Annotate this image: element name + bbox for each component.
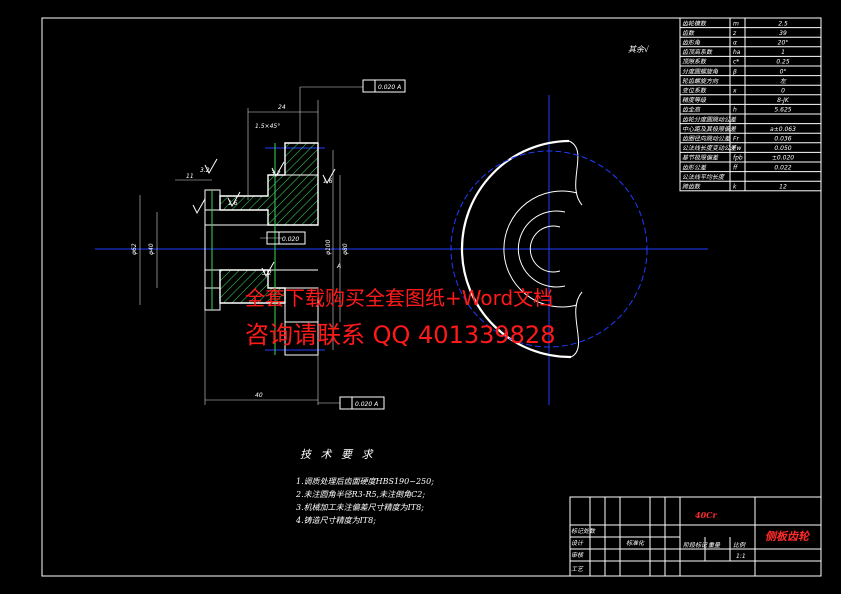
param-symbol: h	[733, 107, 737, 114]
param-symbol: m	[733, 20, 739, 27]
param-symbol: Fw	[733, 145, 741, 152]
tolerance-frame-mid: 0.020	[266, 231, 306, 245]
dim-chamfer: 1.5×45°	[255, 123, 280, 130]
param-value: 0	[781, 88, 785, 95]
svg-text:0.020: 0.020	[282, 236, 299, 243]
param-value: 12	[779, 184, 787, 191]
param-value: 左	[780, 77, 787, 85]
param-symbol: ha	[733, 49, 741, 56]
param-value: 8-JK	[777, 97, 790, 104]
param-name: 公法线长度变动公差	[682, 144, 737, 152]
param-value: a±0.063	[770, 126, 796, 133]
dim-d4: φ80	[342, 243, 349, 255]
svg-text:1.6: 1.6	[323, 178, 333, 185]
param-name: 齿轮模数	[682, 19, 707, 27]
params-table: 齿轮模数 m 2.5 齿数 z 39 齿形角 α 20° 齿顶高系数 ha 1 顶隙系数 c* 0.25 分度…	[679, 17, 822, 192]
param-name: 齿圈径向跳动公差	[682, 135, 731, 143]
param-name: 精度等级	[682, 96, 707, 104]
param-name: 顶隙系数	[682, 58, 707, 66]
param-symbol: Fr	[733, 136, 739, 143]
dim-d1: φ62	[131, 243, 138, 255]
param-value: 39	[779, 30, 787, 37]
title-block: 40Cr 侧板齿轮 标记处数 设计 审核 工艺 标准化 阶段标记 重量 比例 1…	[569, 496, 822, 577]
param-value: 0.050	[774, 145, 791, 152]
param-name: 公法线平均长度	[682, 173, 725, 181]
svg-text:1:1: 1:1	[736, 553, 746, 560]
svg-text:3.2: 3.2	[200, 167, 210, 174]
tech-req-item: 1.调质处理后齿面硬度HBS190~250;	[296, 477, 434, 486]
dim-40: 40	[255, 392, 263, 399]
param-value: 20°	[778, 40, 789, 47]
param-name: 轮齿螺旋方向	[682, 77, 719, 85]
roughness-symbols: 3.2 1.6 3.2 1.6 3.2	[192, 158, 336, 278]
datum-label: A	[336, 263, 341, 270]
param-symbol: c*	[733, 59, 739, 66]
gear-section-view	[204, 142, 319, 356]
gear-end-view	[450, 139, 648, 359]
svg-text:阶段标记: 阶段标记	[683, 541, 708, 549]
param-name: 中心距及其极限偏差	[682, 125, 737, 133]
param-symbol: ff	[733, 164, 738, 171]
svg-text:工艺: 工艺	[571, 565, 584, 573]
dimension-lines	[139, 86, 363, 405]
dim-d2: φ40	[148, 243, 155, 255]
svg-text:3.2: 3.2	[271, 170, 281, 177]
tech-req-item: 4.铸造尺寸精度为IT8;	[295, 516, 376, 525]
part-name: 侧板齿轮	[765, 530, 811, 543]
tolerance-frame-bottom: 0.020 A	[339, 396, 385, 410]
param-value: 2.5	[778, 20, 788, 27]
param-value: 0.022	[774, 164, 791, 171]
watermark-line-1: 全套下载购买全套图纸+Word文档	[245, 286, 553, 310]
param-symbol: α	[733, 40, 737, 47]
param-name: 齿形公差	[682, 163, 707, 171]
tolerance-frame-top: 0.020 A	[362, 79, 406, 93]
param-name: 齿数	[682, 29, 695, 37]
svg-text:1.6: 1.6	[228, 200, 238, 207]
svg-text:0.020 A: 0.020 A	[355, 401, 378, 408]
drawing-border	[41, 17, 822, 577]
dim-24: 24	[278, 104, 286, 111]
tech-requirements: 技 术 要 求 1.调质处理后齿面硬度HBS190~250; 2.未注圆角半径R…	[295, 448, 434, 525]
param-symbol: k	[733, 184, 737, 191]
param-value: 0.036	[774, 136, 791, 143]
svg-text:标准化: 标准化	[626, 539, 645, 547]
material: 40Cr	[695, 510, 718, 520]
param-value: 1	[781, 49, 785, 56]
param-symbol: fpb	[733, 155, 743, 162]
watermark-line-2: 咨询请联系 QQ 401339828	[245, 321, 555, 349]
param-symbol: x	[732, 88, 737, 95]
tech-req-item: 2.未注圆角半径R3-R5,未注倒角C2;	[295, 490, 425, 499]
svg-text:比例: 比例	[733, 541, 746, 549]
param-value: 0.25	[776, 59, 790, 66]
svg-text:0.020 A: 0.020 A	[378, 84, 401, 91]
param-name: 齿全高	[682, 106, 701, 114]
dim-d3: φ100	[325, 239, 332, 255]
param-symbol: β	[733, 68, 737, 75]
param-name: 分度圆螺旋角	[682, 67, 719, 75]
param-name: 齿形角	[682, 39, 701, 47]
svg-text:3.2: 3.2	[262, 270, 272, 277]
param-symbol: z	[732, 30, 737, 37]
param-name: 齿轮分度圆跳动公差	[682, 115, 737, 123]
param-value: 5.625	[774, 107, 791, 114]
dim-11: 11	[186, 173, 194, 180]
tech-req-title: 技 术 要 求	[300, 448, 376, 461]
svg-text:标记处数: 标记处数	[571, 527, 596, 535]
param-value: ±0.020	[772, 155, 794, 162]
svg-text:审核: 审核	[571, 551, 584, 559]
svg-text:设计: 设计	[571, 539, 584, 547]
svg-text:重量: 重量	[708, 542, 721, 549]
param-value: 0°	[780, 68, 787, 75]
param-name: 变位系数	[682, 87, 707, 95]
surface-finish-note: 其余√	[628, 45, 650, 54]
param-name: 齿顶高系数	[682, 48, 713, 56]
param-name: 跨齿数	[682, 183, 701, 191]
param-name: 基节极限偏差	[682, 154, 719, 162]
tech-req-item: 3.机械加工未注偏差尺寸精度为IT8;	[296, 503, 424, 512]
